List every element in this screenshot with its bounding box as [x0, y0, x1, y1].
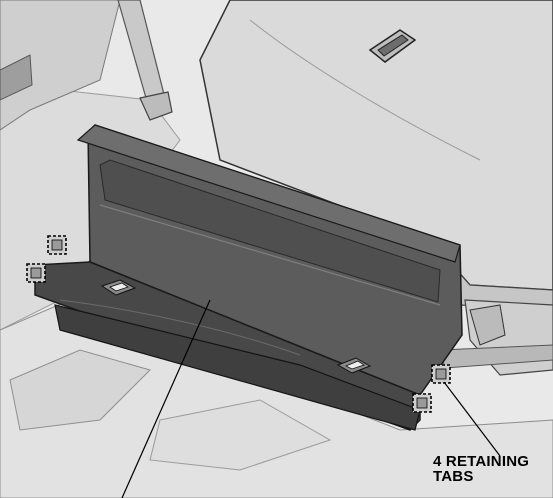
floor-hook-icon [336, 357, 372, 374]
partition-panel-top-lip [76, 124, 461, 263]
panel-leader-line [121, 299, 211, 498]
retaining-tab-icon [26, 263, 46, 283]
retaining-tab-icon [431, 364, 451, 384]
partition-panel-recess [99, 159, 441, 303]
side-vent [0, 54, 33, 101]
retaining-tab-icon [412, 393, 432, 413]
partition-panel-step [59, 299, 301, 356]
retaining-tab-icon [47, 235, 67, 255]
partition-panel-floor-plate [54, 304, 421, 431]
seat-latch-icon [368, 29, 417, 63]
retaining-tabs-leader-line [443, 381, 501, 457]
side-wall [0, 0, 121, 131]
floor-ridge-2 [149, 399, 332, 471]
hinge-bracket [469, 304, 506, 346]
seat-belt-buckle [139, 91, 173, 121]
floor-hook-icon [100, 279, 137, 296]
seat-back-seam [249, 19, 481, 161]
floor-ridge [9, 349, 151, 431]
partition-panel-highlight [99, 204, 441, 306]
